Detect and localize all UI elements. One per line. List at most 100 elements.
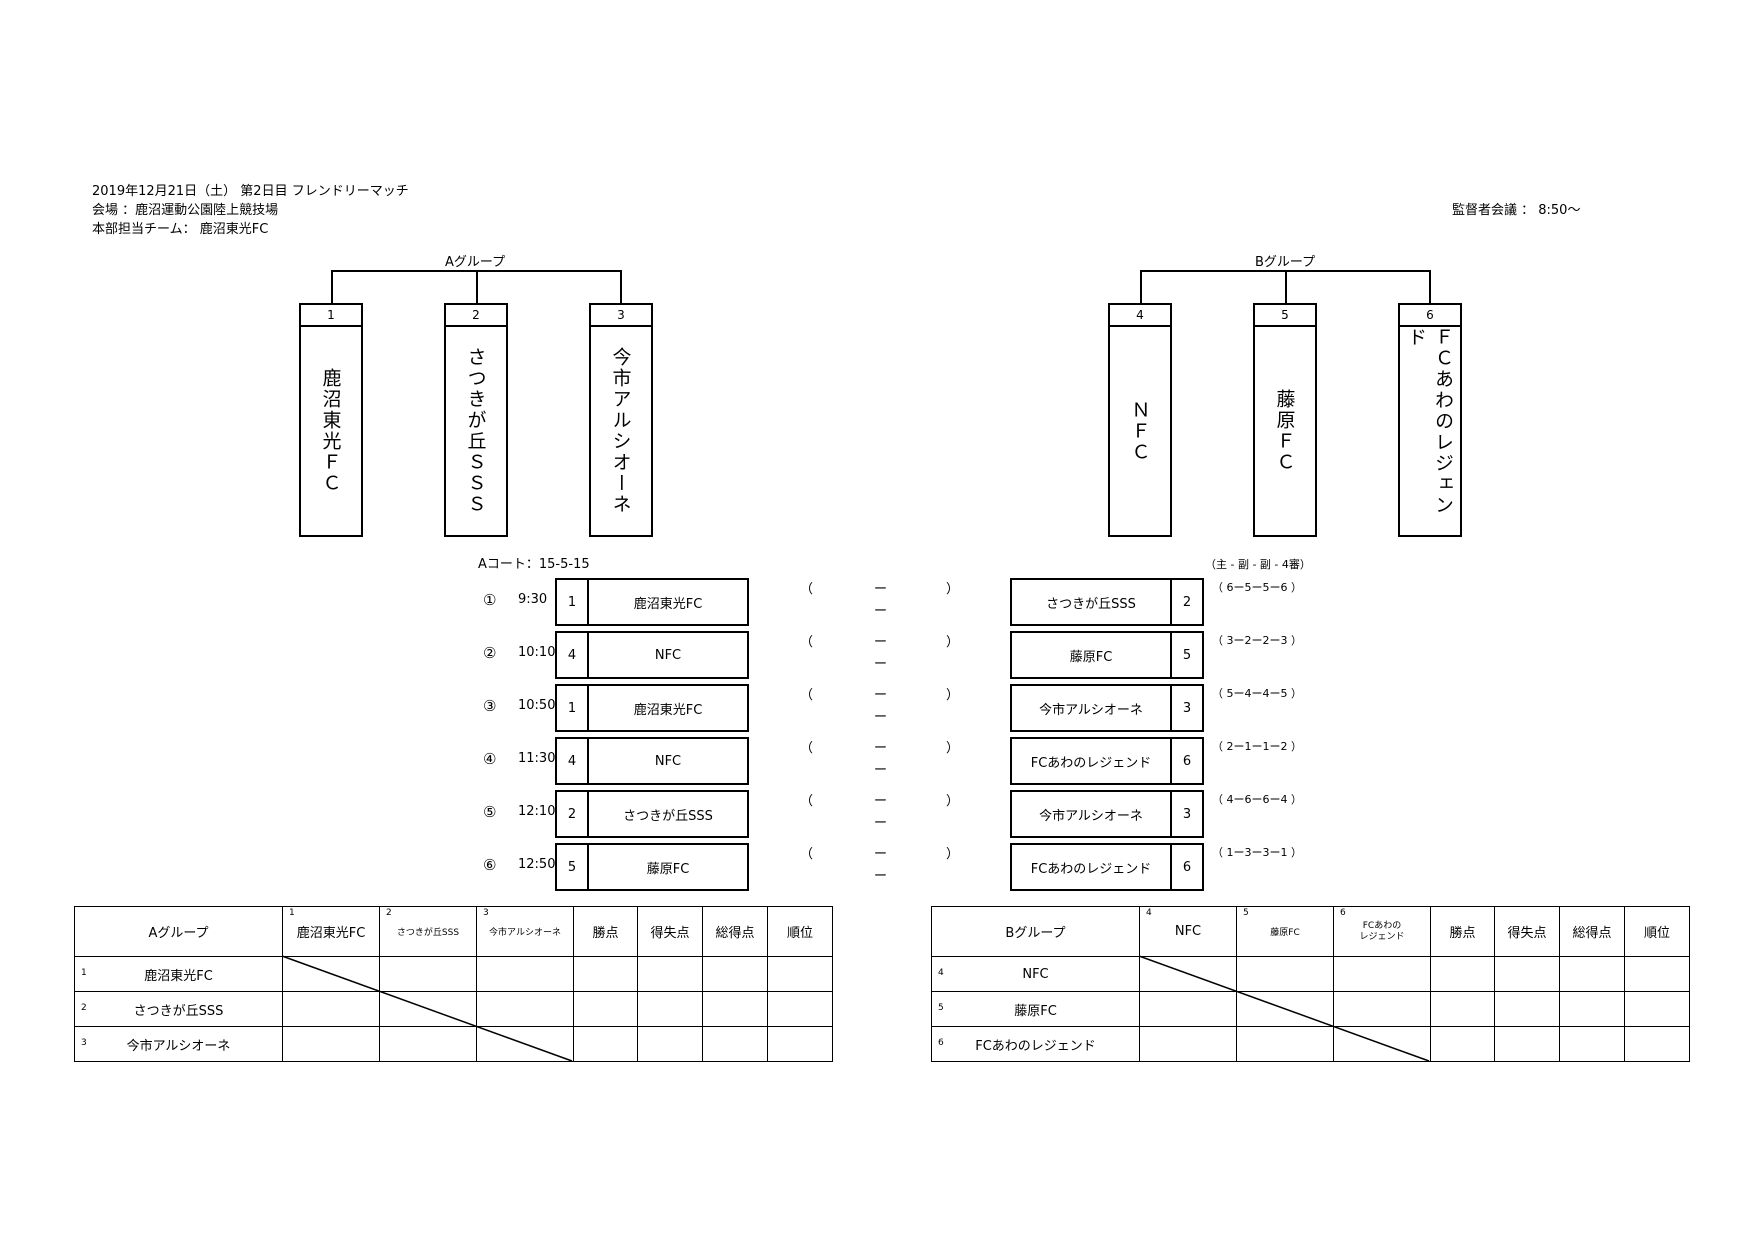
match-time: 10:50: [518, 698, 556, 713]
score-dash: ー: [874, 688, 888, 703]
team-name: さつきが丘ＳＳＳ: [464, 347, 487, 515]
score-dash: ー: [874, 847, 888, 862]
home-team-name: NFC: [587, 631, 749, 679]
score-dash: ー: [874, 604, 888, 619]
column-goal-diff: 得失点: [1494, 906, 1560, 957]
score-close-paren: ）: [946, 688, 960, 703]
away-team-name: 今市アルシオーネ: [1010, 790, 1172, 838]
home-team-name: NFC: [587, 737, 749, 785]
match-number: ④: [483, 750, 497, 768]
group-a-bracket-leg: [331, 270, 333, 303]
match-time: 12:10: [518, 804, 556, 819]
team-number: 1: [301, 305, 361, 327]
group-b-bracket-leg: [1140, 270, 1142, 303]
team-name: 鹿沼東光ＦＣ: [319, 368, 342, 494]
score-open-paren: （: [800, 794, 814, 809]
home-team-name: 藤原FC: [587, 843, 749, 891]
home-team-name: 鹿沼東光FC: [587, 578, 749, 626]
score-dash: ー: [874, 869, 888, 884]
score-close-paren: ）: [946, 741, 960, 756]
team-name: 藤原ＦＣ: [1273, 389, 1296, 473]
column-rank: 順位: [1624, 906, 1690, 957]
referee-assignment: （ 6ー5ー5ー6 ）: [1212, 581, 1302, 594]
away-team-number: 3: [1170, 684, 1204, 732]
team-name: ＦＣあわのレジェンド: [1405, 327, 1454, 516]
score-dash: ー: [874, 741, 888, 756]
group-b-label: Bグループ: [1255, 255, 1316, 270]
away-team-number: 6: [1170, 737, 1204, 785]
team-name: ＮＦＣ: [1128, 399, 1151, 463]
away-team-name: さつきが丘SSS: [1010, 578, 1172, 626]
away-team-name: 藤原FC: [1010, 631, 1172, 679]
score-dash: ー: [874, 794, 888, 809]
score-open-paren: （: [800, 847, 814, 862]
team-card: 4 ＮＦＣ: [1108, 303, 1172, 537]
score-open-paren: （: [800, 741, 814, 756]
score-dash: ー: [874, 710, 888, 725]
score-open-paren: （: [800, 635, 814, 650]
column-points: 勝点: [1430, 906, 1495, 957]
group-b-bracket-leg: [1429, 270, 1431, 303]
match-number: ③: [483, 697, 497, 715]
table-title: Aグループ: [74, 906, 283, 957]
match-number: ⑤: [483, 803, 497, 821]
away-team-number: 3: [1170, 790, 1204, 838]
header-host-team: 本部担当チーム： 鹿沼東光FC: [92, 222, 269, 237]
team-number: 5: [1255, 305, 1315, 327]
column-points: 勝点: [573, 906, 638, 957]
referee-assignment: （ 2ー1ー1ー2 ）: [1212, 740, 1302, 753]
header-meeting-time: 監督者会議 ： 8:50〜: [1452, 203, 1581, 218]
referee-assignment: （ 4ー6ー6ー4 ）: [1212, 793, 1302, 806]
team-number: 4: [1110, 305, 1170, 327]
header-title: 2019年12月21日（土） 第2日目 フレンドリーマッチ: [92, 184, 409, 199]
team-card: 1 鹿沼東光ＦＣ: [299, 303, 363, 537]
group-a-bracket-leg: [476, 270, 478, 303]
match-number: ⑥: [483, 856, 497, 874]
team-card: 2 さつきが丘ＳＳＳ: [444, 303, 508, 537]
score-close-paren: ）: [946, 635, 960, 650]
score-open-paren: （: [800, 582, 814, 597]
referee-assignment: （ 1ー3ー3ー1 ）: [1212, 846, 1302, 859]
home-team-number: 4: [555, 737, 589, 785]
score-dash: ー: [874, 657, 888, 672]
group-a-bracket-leg: [620, 270, 622, 303]
score-dash: ー: [874, 582, 888, 597]
group-b-bracket-leg: [1285, 270, 1287, 303]
score-dash: ー: [874, 763, 888, 778]
match-number: ①: [483, 591, 497, 609]
team-name: 今市アルシオーネ: [609, 347, 632, 515]
team-number: 2: [446, 305, 506, 327]
score-close-paren: ）: [946, 847, 960, 862]
column-rank: 順位: [767, 906, 833, 957]
away-team-name: FCあわのレジェンド: [1010, 737, 1172, 785]
match-time: 12:50: [518, 857, 556, 872]
column-goals: 総得点: [702, 906, 768, 957]
match-time: 11:30: [518, 751, 556, 766]
match-time: 9:30: [518, 592, 548, 607]
referee-header: （主 - 副 - 副 - 4審）: [1205, 558, 1311, 571]
score-dash: ー: [874, 816, 888, 831]
team-number: 3: [591, 305, 651, 327]
score-close-paren: ）: [946, 794, 960, 809]
column-goals: 総得点: [1559, 906, 1625, 957]
score-open-paren: （: [800, 688, 814, 703]
away-team-number: 2: [1170, 578, 1204, 626]
court-label: Aコート：15-5-15: [478, 557, 590, 572]
group-a-label: Aグループ: [445, 255, 506, 270]
team-card: 6 ＦＣあわのレジェンド: [1398, 303, 1462, 537]
referee-assignment: （ 3ー2ー2ー3 ）: [1212, 634, 1302, 647]
score-dash: ー: [874, 635, 888, 650]
team-card: 5 藤原ＦＣ: [1253, 303, 1317, 537]
referee-assignment: （ 5ー4ー4ー5 ）: [1212, 687, 1302, 700]
